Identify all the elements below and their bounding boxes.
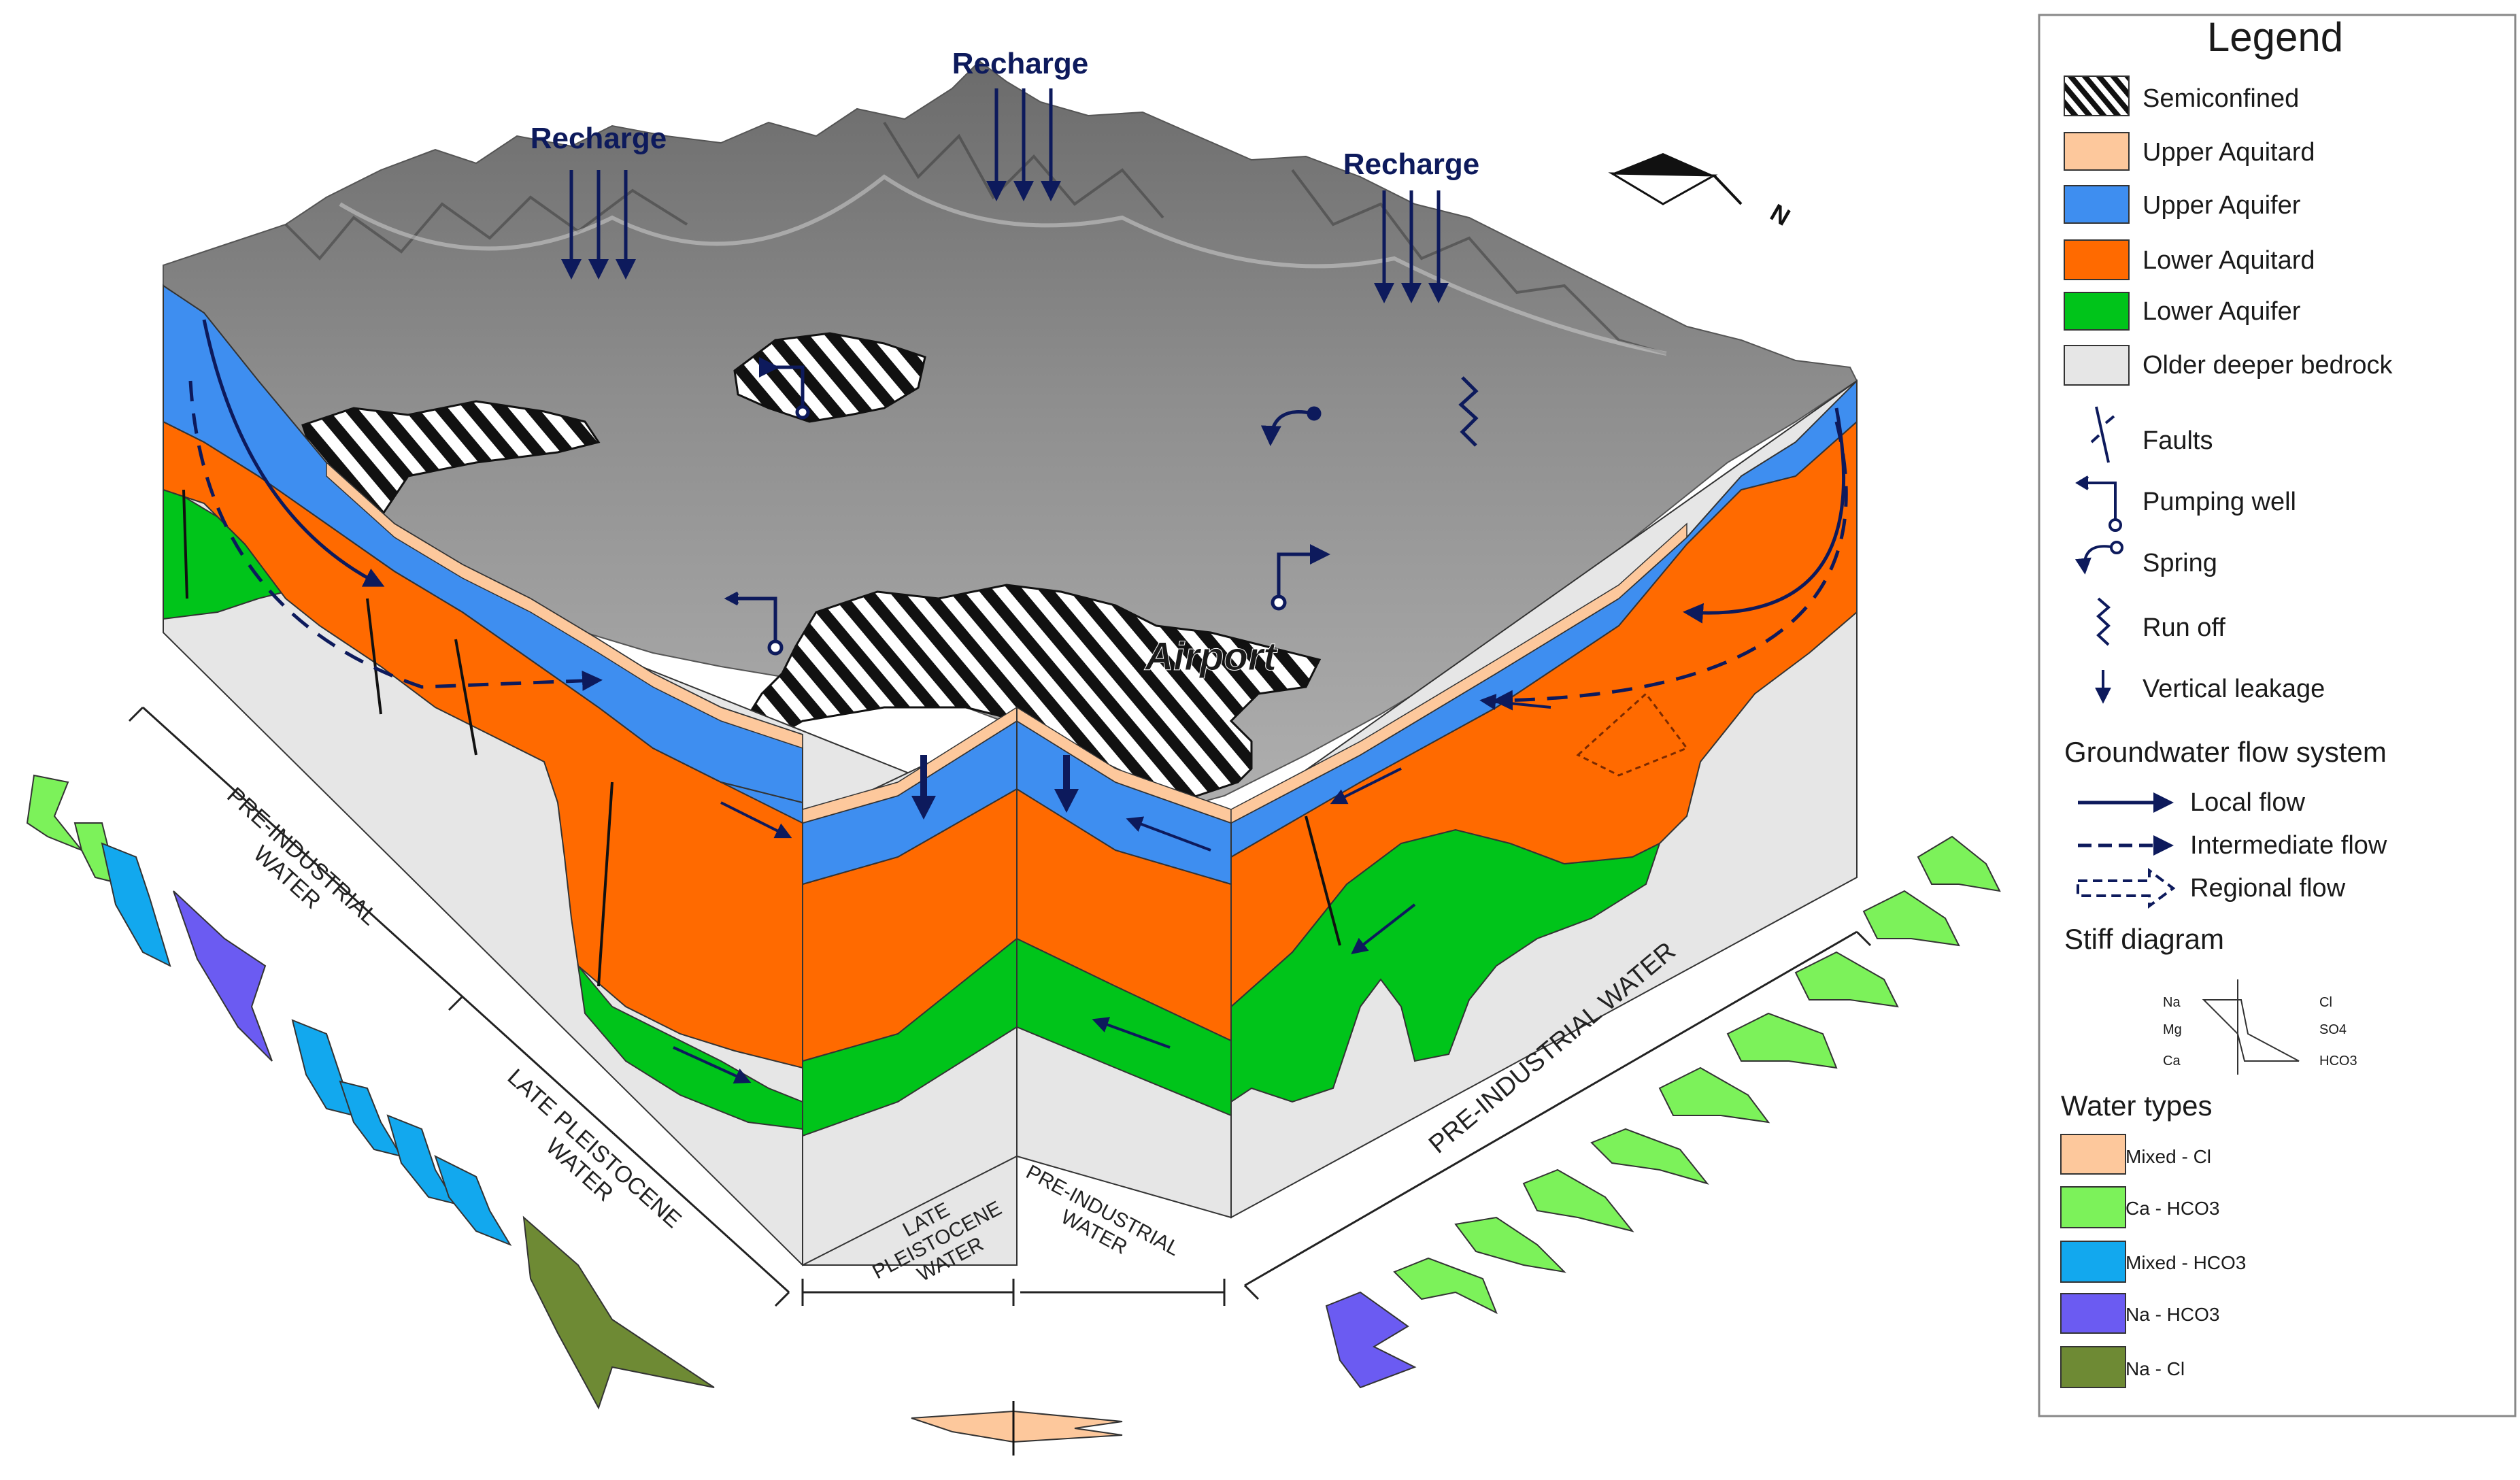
- water-type-label: Mixed - Cl: [2126, 1146, 2211, 1167]
- lower-aquitard-swatch: [2064, 240, 2129, 280]
- upper-aquitard-swatch: [2064, 133, 2129, 170]
- water-type-swatch: [2061, 1187, 2126, 1228]
- legend-title: Legend: [2207, 14, 2343, 60]
- stiff-ion-left: Ca: [2163, 1054, 2181, 1069]
- water-type-label: Na - HCO3: [2126, 1304, 2219, 1325]
- recharge-label-east: Recharge: [1343, 148, 1480, 181]
- water-type-swatch: [2061, 1347, 2126, 1388]
- legend-unit-label: Semiconfined: [2143, 84, 2299, 113]
- water-type-swatch: [2061, 1241, 2126, 1282]
- recharge-label-north: Recharge: [952, 47, 1089, 80]
- legend-symbol-label: Pumping well: [2143, 488, 2296, 516]
- stiff-ion-left: Mg: [2163, 1022, 2182, 1037]
- water-type-swatch: [2061, 1294, 2126, 1333]
- stiff-diagram: [1326, 1292, 1415, 1388]
- water-type-swatch: [2061, 1134, 2126, 1174]
- north-arrow-icon: [1612, 153, 1741, 204]
- stiff-ion-right: SO4: [2319, 1022, 2347, 1037]
- stiff-diagram: [388, 1115, 456, 1204]
- stiff-ion-left: Na: [2163, 995, 2181, 1010]
- legend-flow-title: Groundwater flow system: [2064, 736, 2387, 768]
- legend-unit-label: Older deeper bedrock: [2143, 351, 2393, 380]
- stiff-diagram: [1918, 837, 2000, 891]
- legend: Legend Semiconfined Upper Aquitard Upper…: [2039, 14, 2515, 1416]
- legend-symbol-label: Run off: [2143, 613, 2225, 642]
- lower-aquifer-swatch: [2064, 292, 2129, 330]
- stiff-ion-right: Cl: [2319, 995, 2332, 1010]
- water-type-label: Mixed - HCO3: [2126, 1252, 2246, 1273]
- stiff-diagram: [1394, 1258, 1496, 1313]
- stiff-diagram: [1456, 1217, 1564, 1272]
- legend-stiff-title: Stiff diagram: [2064, 923, 2224, 955]
- bedrock-swatch: [2064, 346, 2129, 385]
- legend-symbol-label: Faults: [2143, 426, 2213, 455]
- legend-flow-label: Intermediate flow: [2190, 831, 2387, 860]
- stiff-diagram: [1524, 1170, 1632, 1231]
- legend-symbol-label: Vertical leakage: [2143, 675, 2325, 703]
- legend-water-types-title: Water types: [2061, 1090, 2213, 1122]
- stiff-diagram: [1592, 1129, 1707, 1183]
- cross-section-center: [803, 707, 1231, 1265]
- legend-unit-label: Lower Aquifer: [2143, 297, 2301, 326]
- legend-flow-label: Regional flow: [2190, 874, 2346, 903]
- legend-unit-label: Lower Aquitard: [2143, 246, 2315, 275]
- stiff-diagram: [524, 1217, 714, 1408]
- stiff-diagram: [27, 775, 82, 850]
- stiff-diagram: [1660, 1068, 1768, 1122]
- stiff-diagram: [1864, 891, 1959, 945]
- legend-symbol-label: Spring: [2143, 549, 2217, 577]
- upper-aquifer-swatch: [2064, 186, 2129, 223]
- stiff-ion-right: HCO3: [2319, 1054, 2357, 1069]
- north-label: N: [1766, 198, 1795, 231]
- stiff-diagram-bottom: [911, 1411, 1122, 1442]
- recharge-label-west: Recharge: [531, 122, 667, 155]
- legend-unit-label: Upper Aquitard: [2143, 138, 2315, 167]
- airport-label: Airport: [1143, 635, 1278, 679]
- stiff-diagram: [1796, 952, 1898, 1007]
- stiff-diagram: [102, 843, 170, 966]
- legend-flow-label: Local flow: [2190, 788, 2306, 817]
- water-type-label: Na - Cl: [2126, 1358, 2185, 1379]
- stiff-diagram: [292, 1020, 354, 1115]
- semiconfined-swatch: [2064, 76, 2129, 116]
- legend-unit-label: Upper Aquifer: [2143, 191, 2301, 220]
- stiff-diagram: [1728, 1013, 1836, 1068]
- stiff-diagram: [173, 891, 272, 1061]
- water-type-label: Ca - HCO3: [2126, 1198, 2219, 1219]
